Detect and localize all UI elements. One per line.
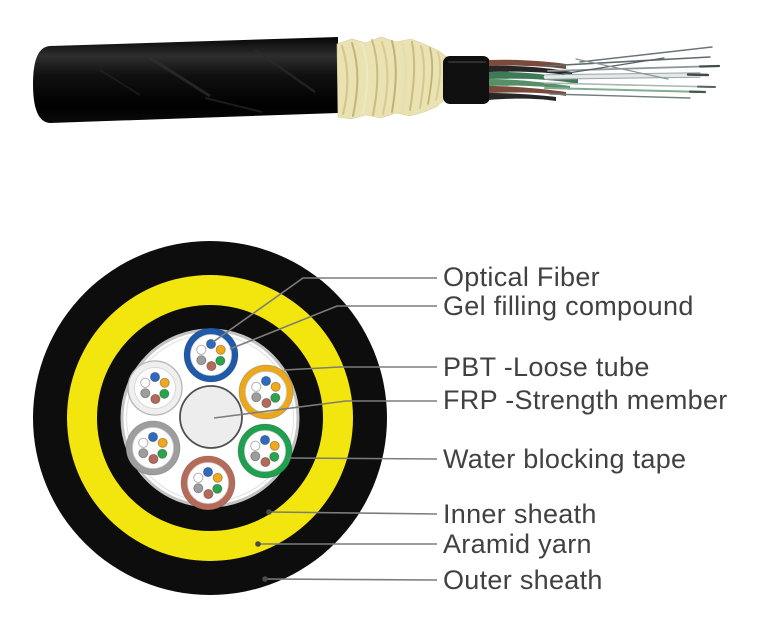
leader-inner-sheath xyxy=(268,511,438,515)
optical-fiber-dot-white xyxy=(250,440,261,451)
bare-optical-fibers xyxy=(543,46,721,99)
leader-dots xyxy=(255,509,272,582)
inner-sheath-collar xyxy=(443,56,490,104)
label-frp-strength-member: FRP -Strength member xyxy=(443,385,728,415)
leader-optical-fiber xyxy=(212,277,437,343)
optical-fiber-dot-yellow xyxy=(212,472,223,483)
optical-fiber-dot-red xyxy=(148,453,159,465)
label-inner-sheath: Inner sheath xyxy=(443,499,597,529)
optical-fiber-dot-green xyxy=(215,355,226,366)
optical-fiber-dot-yellow xyxy=(215,344,226,355)
optical-fiber-dot-yellow xyxy=(270,381,281,392)
optical-fiber-dot-green xyxy=(270,392,281,403)
optical-fiber-dot-gray xyxy=(140,388,151,399)
leader-water-blocking-tape xyxy=(286,457,438,460)
loose-tube-red xyxy=(180,455,236,511)
optical-fiber-dot-yellow xyxy=(157,437,168,448)
optical-fiber-dot-white xyxy=(138,437,149,448)
optical-fiber-dot-gray xyxy=(193,483,204,494)
optical-fiber-dot-white xyxy=(251,381,262,392)
optical-fiber-dot-gray xyxy=(138,448,149,459)
loose-tube-gray xyxy=(125,420,181,476)
label-pbt-loose-tube: PBT -Loose tube xyxy=(443,352,650,382)
leader-lines xyxy=(212,277,438,581)
optical-fiber-dot-red xyxy=(261,397,272,409)
optical-fiber-dot-yellow xyxy=(159,377,170,388)
label-optical-fiber: Optical Fiber xyxy=(443,262,600,292)
label-outer-sheath: Outer sheath xyxy=(443,565,603,595)
optical-fiber-dot-green xyxy=(157,448,168,459)
loose-tube-white xyxy=(127,360,183,416)
optical-fiber-dot-white xyxy=(193,472,204,483)
leader-gel-filling-compound xyxy=(229,305,437,350)
optical-fiber-dot-red xyxy=(203,488,214,500)
optical-fiber-dot-yellow xyxy=(269,440,280,451)
optical-fiber-dot-green xyxy=(212,483,223,494)
aramid-yarn-brush xyxy=(336,36,450,120)
optical-fiber-dot-green xyxy=(269,451,280,462)
cable-cross-section xyxy=(33,241,438,595)
optical-fiber-dot-gray xyxy=(196,355,207,366)
label-water-blocking-tape: Water blocking tape xyxy=(443,444,687,474)
leader-outer-sheath xyxy=(264,578,438,581)
optical-fiber-dot-white xyxy=(196,344,207,355)
optical-fiber-dot-red xyxy=(150,393,161,405)
optical-fiber-dot-blue xyxy=(260,375,272,387)
loose-tube-blue xyxy=(183,327,239,383)
frp-strength-member xyxy=(179,385,243,449)
optical-fiber-dot-gray xyxy=(251,392,262,403)
optical-fiber-dot-red xyxy=(260,456,271,468)
optical-fiber-dot-blue xyxy=(147,431,159,443)
optical-fiber-dot-gray xyxy=(250,451,261,462)
label-gel-filling-compound: Gel filling compound xyxy=(443,291,694,321)
leader-frp-strength-member xyxy=(213,400,437,419)
loose-tube-green xyxy=(237,423,293,479)
optical-fiber-dot-blue xyxy=(259,434,271,446)
optical-fiber-dot-blue xyxy=(149,371,161,383)
cable-photo xyxy=(33,36,721,123)
label-aramid-yarn: Aramid yarn xyxy=(443,529,592,559)
optical-fiber-dot-red xyxy=(206,360,217,372)
optical-fiber-dot-blue xyxy=(202,466,214,478)
optical-fiber-dot-white xyxy=(140,377,151,388)
loose-tube-orange xyxy=(238,364,294,420)
leader-pbt-loose-tube xyxy=(283,366,437,371)
optical-fiber-dot-green xyxy=(159,388,170,399)
